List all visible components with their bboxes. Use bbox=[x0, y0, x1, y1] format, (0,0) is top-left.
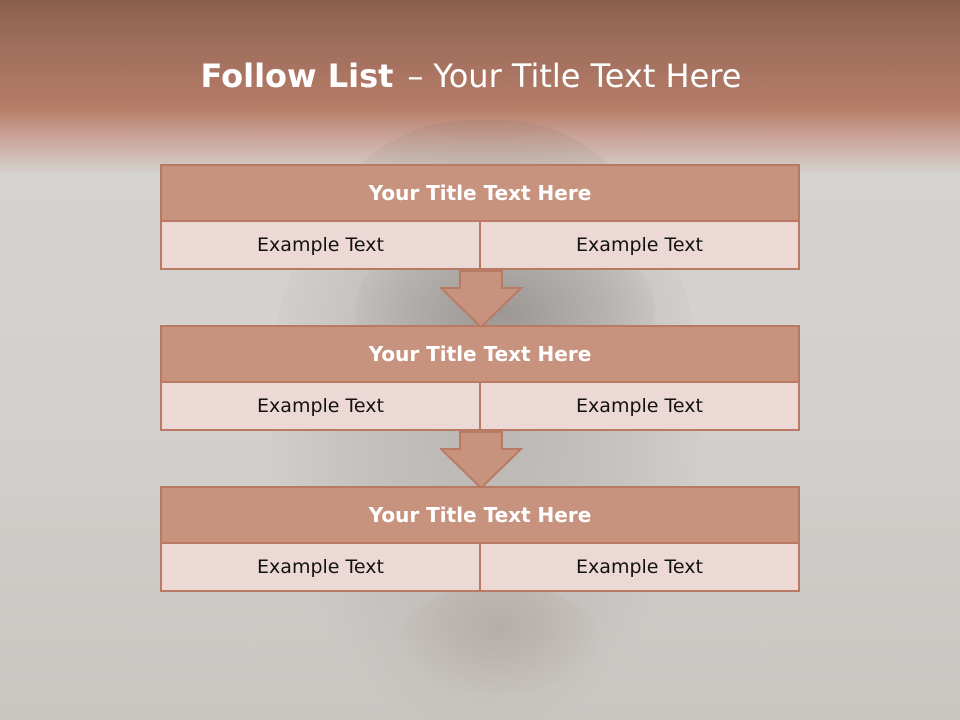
block-1-right-text: Example Text bbox=[479, 222, 798, 268]
slide-title-bold: Follow List bbox=[200, 57, 394, 95]
block-1-title: Your Title Text Here bbox=[162, 166, 798, 222]
block-2-left-text: Example Text bbox=[162, 383, 479, 429]
slide-title: Follow List–Your Title Text Here bbox=[0, 54, 942, 98]
list-block-2: Your Title Text Here Example Text Exampl… bbox=[160, 325, 800, 431]
list-block-1: Your Title Text Here Example Text Exampl… bbox=[160, 164, 800, 270]
block-3-left-text: Example Text bbox=[162, 544, 479, 590]
block-2-title: Your Title Text Here bbox=[162, 327, 798, 383]
block-2-row: Example Text Example Text bbox=[162, 383, 798, 429]
block-3-row: Example Text Example Text bbox=[162, 544, 798, 590]
block-3-right-text: Example Text bbox=[479, 544, 798, 590]
list-block-3: Your Title Text Here Example Text Exampl… bbox=[160, 486, 800, 592]
block-2-right-text: Example Text bbox=[479, 383, 798, 429]
background-photo-hands bbox=[400, 585, 600, 695]
down-arrow-icon bbox=[440, 431, 524, 490]
header-band bbox=[0, 0, 960, 175]
block-1-row: Example Text Example Text bbox=[162, 222, 798, 268]
block-1-left-text: Example Text bbox=[162, 222, 479, 268]
slide-title-separator: – bbox=[407, 57, 424, 95]
slide-title-rest: Your Title Text Here bbox=[433, 57, 742, 95]
down-arrow-icon bbox=[440, 270, 524, 329]
block-3-title: Your Title Text Here bbox=[162, 488, 798, 544]
